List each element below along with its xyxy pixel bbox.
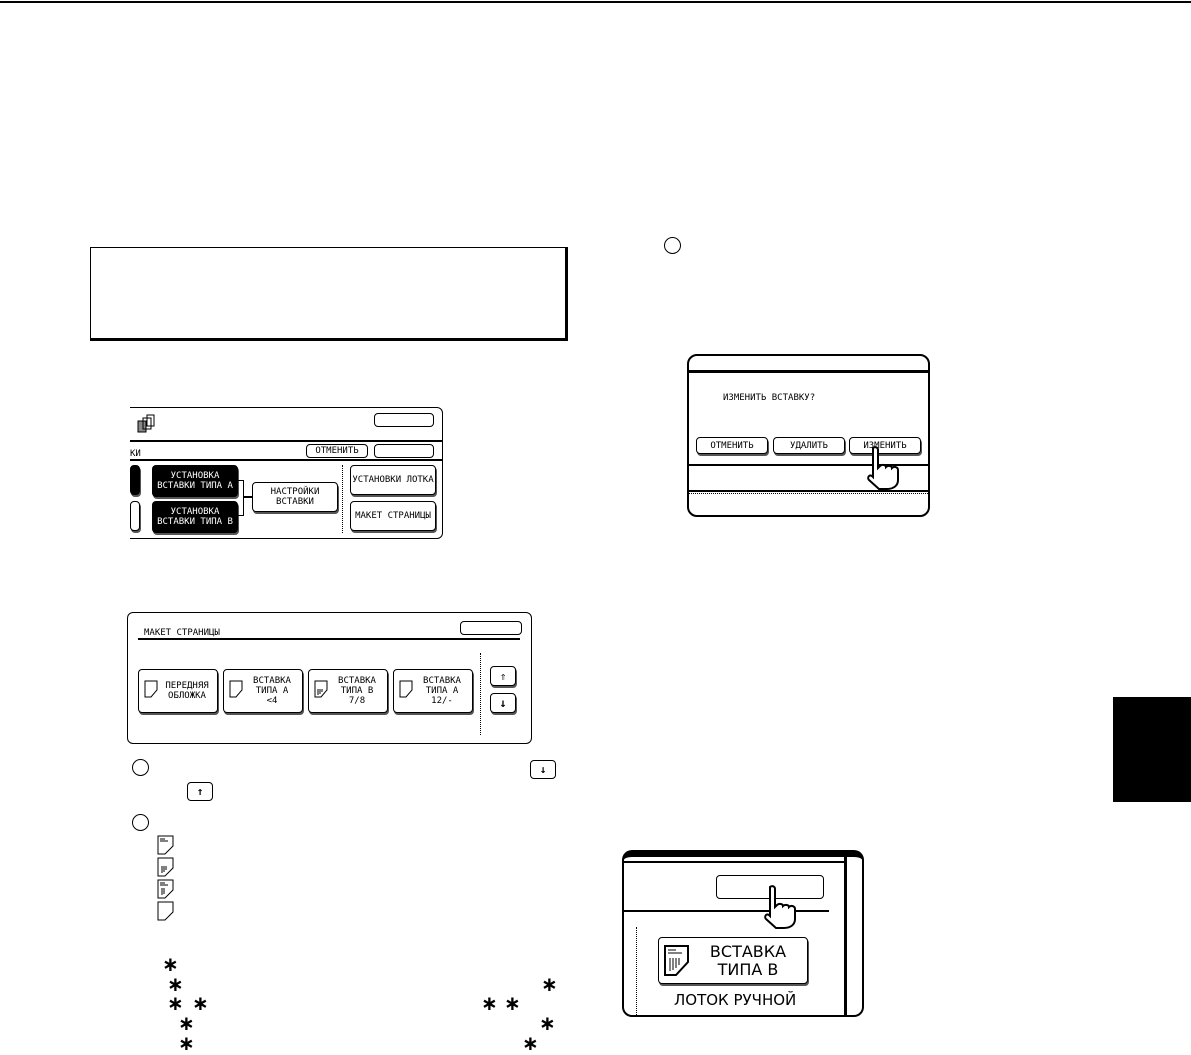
change-button[interactable]: ИЗМЕНИТЬ [849,437,921,454]
insert-ab-icon [157,879,174,899]
insert-type-b-button[interactable]: УСТАНОВКА ВСТАВКИ ТИПА В [152,501,238,533]
change-insert-dialog: ИЗМЕНИТЬ ВСТАВКУ? ОТМЕНИТЬ УДАЛИТЬ ИЗМЕН… [687,354,930,517]
front-cover-icon [157,835,174,855]
ok-button[interactable] [374,413,434,427]
down-key-icon: ↓ [530,760,556,779]
step-circle [664,237,681,254]
insert-b-icon [157,857,174,877]
asterisk-icon: ∗ [541,972,558,996]
asterisk-icon: ∗ [192,991,209,1015]
asterisk-icon: ∗ [522,1031,539,1055]
insert-b-page-icon [664,945,689,976]
pointing-hand-icon [764,885,796,929]
asterisk-icon: ∗ [178,1031,195,1055]
tray-settings-button[interactable]: УСТАНОВКИ ЛОТКА [350,465,436,495]
step-circle [132,814,149,831]
page-icon [144,680,158,698]
top-rule [0,1,1191,3]
cancel-button[interactable]: ОТМЕНИТЬ [696,437,768,454]
asterisk-icon: ∗ [504,991,521,1015]
scroll-down-button[interactable]: ↓ [490,693,516,713]
pointing-hand-icon [867,446,899,490]
insert-type-a-button[interactable]: УСТАНОВКА ВСТАВКИ ТИПА А [152,465,238,497]
asterisk-icon: ∗ [167,972,184,996]
copies-icon [137,414,155,433]
delete-button[interactable]: УДАЛИТЬ [773,437,845,454]
asterisk-icon: ∗ [178,1011,195,1035]
left-button-partial-2[interactable] [130,501,140,531]
insert-settings-button[interactable]: НАСТРОЙКИ ВСТАВКИ [252,482,338,512]
page-layout-button[interactable]: МАКЕТ СТРАНИЦЫ [350,501,436,531]
page-icon [399,680,413,698]
chapter-tab [1113,697,1191,802]
scroll-up-button[interactable]: ⇑ [490,666,516,686]
asterisk-icon: ∗ [481,991,498,1015]
settings-screen: КИ ОТМЕНИТЬ УСТАНОВКА ВСТАВКИ ТИПА А УСТ… [130,407,443,539]
blank-page-icon [157,901,174,921]
asterisk-icon: ∗ [539,1011,556,1035]
asterisk-icon: ∗ [167,991,184,1015]
asterisk-icon: ∗ [162,952,179,976]
cancel-button[interactable]: ОТМЕНИТЬ [306,444,368,458]
tab-label: КИ [130,449,141,459]
bypass-tray-label: ЛОТОК РУЧНОЙ [674,991,797,1009]
step-circle [132,759,149,776]
ok-button[interactable] [460,621,522,635]
up-key-icon: ↑ [187,782,213,801]
page-icon-type-b [314,680,328,698]
dialog-question: ИЗМЕНИТЬ ВСТАВКУ? [723,393,816,403]
ok2-button[interactable] [374,444,434,458]
page-icon [229,680,243,698]
screen-title: МАКЕТ СТРАНИЦЫ [144,628,220,638]
note-box [90,247,568,341]
left-button-partial[interactable] [130,465,140,495]
